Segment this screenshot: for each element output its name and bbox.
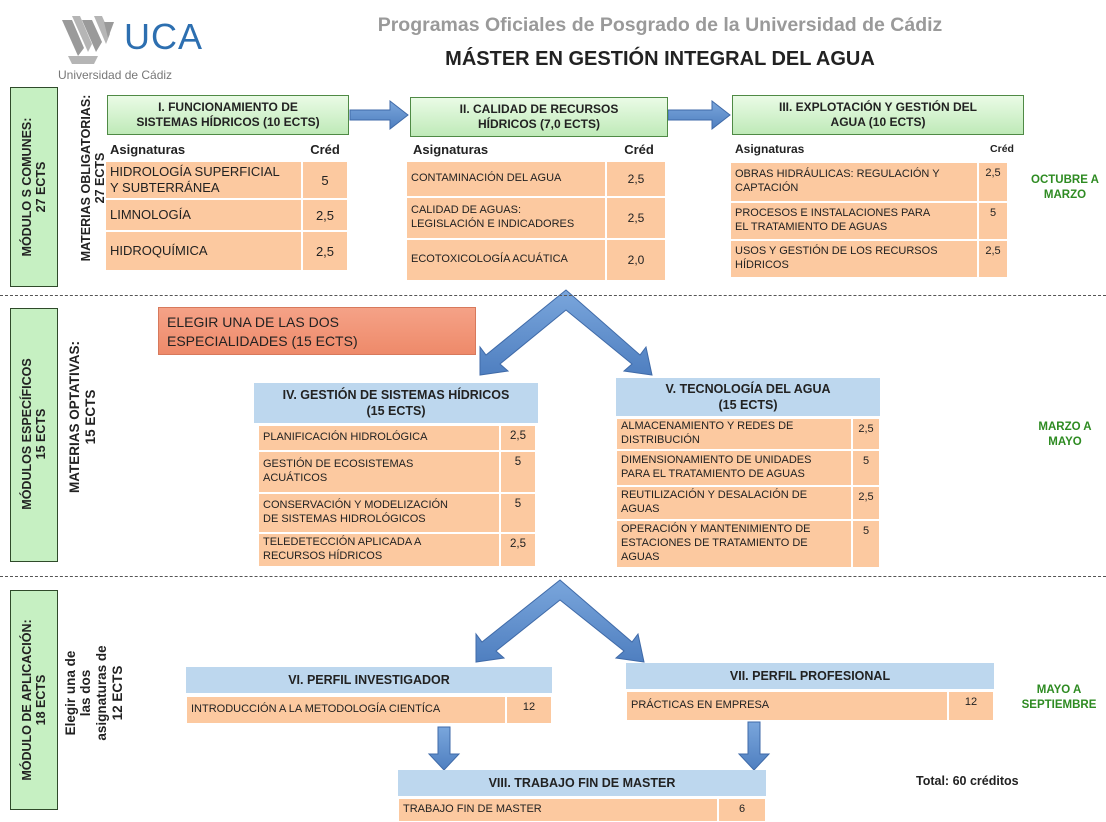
block-8-header: VIII. TRABAJO FIN DE MASTER — [398, 770, 766, 796]
module-comunes-box — [10, 87, 58, 287]
module-especificos-box — [10, 308, 58, 562]
block-3-header: III. EXPLOTACIÓN Y GESTIÓN DEL AGUA (10 … — [732, 95, 1024, 135]
block-1-credits: 2,5 — [302, 231, 348, 271]
block-4-subject: CONSERVACIÓN Y MODELIZACIÓN DE SISTEMAS … — [258, 493, 500, 533]
materias-aplicacion-label: Elegir una de las dos asignaturas de 12 … — [62, 645, 125, 741]
block-5-credits: 5 — [852, 450, 880, 486]
block-3-col-credits: Créd — [982, 143, 1022, 161]
block-2-subject: CALIDAD DE AGUAS: LEGISLACIÓN E INDICADO… — [406, 197, 606, 239]
module-aplicacion-box — [10, 590, 58, 810]
block-3-credits: 2,5 — [978, 162, 1008, 202]
module-comunes-label: MÓDULO S COMUNES: 27 ECTS — [19, 117, 48, 257]
block-6-credits: 12 — [506, 696, 552, 724]
period-label-comunes: OCTUBRE A MARZO — [1031, 174, 1099, 201]
block-2-header: II. CALIDAD DE RECURSOS HÍDRICOS (7,0 EC… — [410, 97, 668, 137]
module-aplicacion-label: MÓDULO DE APLICACIÓN: 18 ECTS — [19, 619, 48, 781]
total-credits: Total: 60 créditos — [916, 774, 1019, 788]
master-title: MÁSTER EN GESTIÓN INTEGRAL DEL AGUA — [445, 48, 875, 70]
block-2-col-credits: Créd — [612, 142, 666, 160]
period-label-especificos: MARZO A MAYO — [1038, 421, 1092, 448]
block-5-credits: 2,5 — [852, 486, 880, 520]
block-1-col-subject: Asignaturas — [107, 142, 297, 160]
block-1-credits: 2,5 — [302, 199, 348, 231]
materias-especificos-label: MATERIAS OPTATIVAS: 15 ECTS — [67, 341, 98, 493]
arrow-down-icon — [737, 721, 771, 771]
arrow-split-icon — [479, 289, 653, 376]
block-5-subject: OPERACIÓN Y MANTENIMIENTO DE ESTACIONES … — [616, 520, 852, 568]
block-5-subject: DIMENSIONAMIENTO DE UNIDADES PARA EL TRA… — [616, 450, 852, 486]
section-divider — [0, 576, 1106, 577]
block-8-subject: TRABAJO FIN DE MASTER — [398, 798, 718, 822]
block-2-subject: CONTAMINACIÓN DEL AGUA — [406, 161, 606, 197]
block-7-credits: 12 — [948, 691, 994, 721]
arrow-right-icon — [349, 99, 409, 131]
block-2-subject: ECOTOXICOLOGÍA ACUÁTICA — [406, 239, 606, 281]
block-5-header: V. TECNOLOGÍA DEL AGUA (15 ECTS) — [616, 378, 880, 416]
block-8-credits: 6 — [718, 798, 766, 822]
block-4-subject: PLANIFICACIÓN HIDROLÓGICA — [258, 425, 500, 451]
page-title: Programas Oficiales de Posgrado de la Un… — [377, 14, 943, 36]
block-5-subject: ALMACENAMIENTO Y REDES DE DISTRIBUCIÓN — [616, 418, 852, 450]
block-2-credits: 2,0 — [606, 239, 666, 281]
block-5-subject: REUTILIZACIÓN Y DESALACIÓN DE AGUAS — [616, 486, 852, 520]
block-1-header: I. FUNCIONAMIENTO DE SISTEMAS HÍDRICOS (… — [107, 95, 349, 135]
choose-specialty-box: ELEGIR UNA DE LAS DOS ESPECIALIDADES (15… — [158, 307, 476, 355]
block-2-credits: 2,5 — [606, 197, 666, 239]
block-3-subject: OBRAS HIDRÁULICAS: REGULACIÓN Y CAPTACIÓ… — [730, 162, 978, 202]
block-3-subject: USOS Y GESTIÓN DE LOS RECURSOS HÍDRICOS — [730, 240, 978, 278]
block-7-subject: PRÁCTICAS EN EMPRESA — [626, 691, 948, 721]
block-4-credits: 2,5 — [500, 533, 536, 567]
arrow-down-icon — [427, 726, 461, 771]
block-2-col-subject: Asignaturas — [410, 142, 600, 160]
block-4-credits: 5 — [500, 493, 536, 533]
block-3-col-subject: Asignaturas — [732, 142, 932, 160]
block-4-header: IV. GESTIÓN DE SISTEMAS HÍDRICOS (15 ECT… — [254, 383, 538, 423]
uca-logo-text: UCA — [124, 16, 204, 57]
block-4-credits: 5 — [500, 451, 536, 493]
block-4-subject: GESTIÓN DE ECOSISTEMAS ACUÁTICOS — [258, 451, 500, 493]
block-1-subject: HIDROLOGÍA SUPERFICIAL Y SUBTERRÁNEA — [105, 161, 302, 199]
block-1-subject: LIMNOLOGÍA — [105, 199, 302, 231]
block-5-credits: 5 — [852, 520, 880, 568]
block-1-subject: HIDROQUÍMICA — [105, 231, 302, 271]
block-3-credits: 2,5 — [978, 240, 1008, 278]
uca-logo: UCA Universidad de Cádiz — [52, 6, 222, 86]
block-4-credits: 2,5 — [500, 425, 536, 451]
block-2-credits: 2,5 — [606, 161, 666, 197]
block-1-credits: 5 — [302, 161, 348, 199]
arrow-right-icon — [667, 99, 731, 131]
block-7-header: VII. PERFIL PROFESIONAL — [626, 663, 994, 689]
block-3-credits: 5 — [978, 202, 1008, 240]
section-divider — [0, 295, 1106, 296]
module-especificos-label: MÓDULOS ESPECÍFICOS 15 ECTS — [19, 358, 48, 510]
block-6-subject: INTRODUCCIÓN A LA METODOLOGÍA CIENTÍCA — [186, 696, 506, 724]
uca-logo-subtitle: Universidad de Cádiz — [58, 68, 173, 82]
block-4-subject: TELEDETECCIÓN APLICADA A RECURSOS HÍDRIC… — [258, 533, 500, 567]
block-1-col-credits: Créd — [303, 142, 347, 160]
block-6-header: VI. PERFIL INVESTIGADOR — [186, 667, 552, 693]
uca-logo-mark-icon — [62, 16, 114, 64]
block-3-subject: PROCESOS E INSTALACIONES PARA EL TRATAMI… — [730, 202, 978, 240]
period-label-aplicacion: MAYO A SEPTIEMBRE — [1021, 684, 1097, 711]
block-5-credits: 2,5 — [852, 418, 880, 450]
arrow-split-icon — [475, 579, 645, 663]
